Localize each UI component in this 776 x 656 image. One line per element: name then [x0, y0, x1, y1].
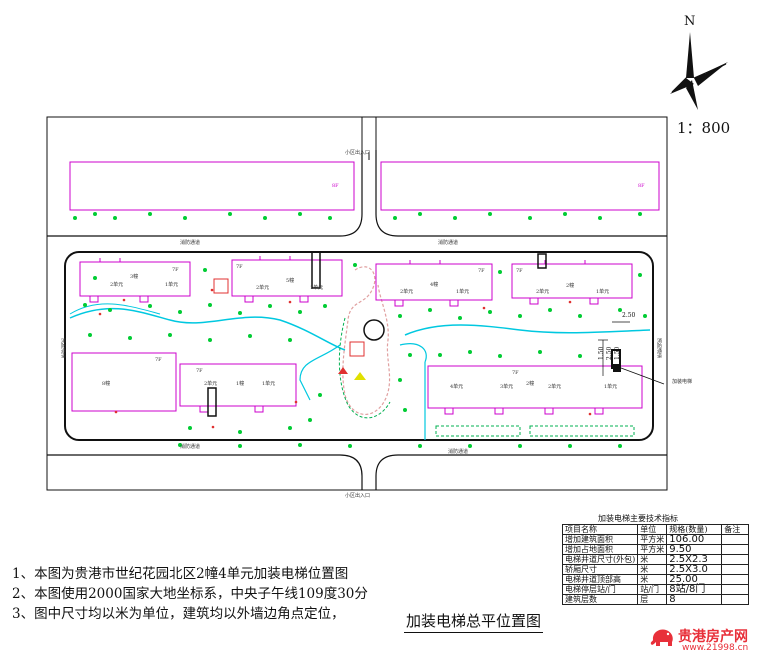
drawing-title: 加装电梯总平位置图 — [404, 610, 544, 633]
building-no: 3幢 — [130, 274, 139, 280]
table-header-cell: 规格(数量) — [666, 524, 723, 535]
table-cell: 25.00 — [666, 574, 723, 585]
dimension-label: 2.50 — [622, 312, 636, 319]
table-cell: 增加建筑面积 — [561, 534, 639, 545]
table-cell: 建筑层数 — [561, 594, 639, 605]
building-no: 1幢 — [236, 381, 245, 387]
building-no: 2幢 — [566, 283, 575, 289]
building-no: 8幢 — [102, 381, 111, 387]
gate-north-label: 小区出入口 — [345, 150, 371, 156]
dimension-label: 1.50 — [598, 346, 605, 360]
table-cell: 增加占地面积 — [561, 544, 639, 555]
scale-label: 1：800 — [677, 119, 731, 137]
building-no: 4幢 — [430, 282, 439, 288]
building-unit: 2单元 — [110, 282, 124, 288]
dimension-label: 1.50 — [614, 346, 621, 360]
table-cell — [721, 584, 750, 595]
table-row: 电梯井道尺寸(外包) 米 2.5X2.3 — [561, 554, 750, 565]
table-cell: 电梯井道尺寸(外包) — [561, 554, 639, 565]
table-row: 电梯井道顶部高 米 25.00 — [561, 574, 750, 585]
building-floors: 7F — [478, 268, 485, 274]
building-unit: 2单元 — [400, 289, 414, 295]
table-cell: 电梯井道顶部高 — [561, 574, 639, 585]
table-row: 增加占地面积 平方米 9.50 — [561, 544, 750, 555]
building-unit: 1单元 — [262, 381, 276, 387]
building-floors: 7F — [516, 268, 523, 274]
table-cell — [721, 574, 750, 585]
building-unit: 1单元 — [165, 282, 179, 288]
watermark-brand: 贵港房产网 — [678, 629, 748, 645]
table-cell — [721, 544, 750, 555]
building-no: 2幢 — [526, 381, 535, 387]
table-cell: 电梯停层站/门 — [561, 584, 639, 595]
road-top-left-label: 消防通道 — [180, 240, 201, 246]
gate-south-label: 小区出入口 — [345, 493, 371, 499]
note-line: 2、本图使用2000国家大地坐标系，中央子午线109度30分 — [12, 586, 368, 602]
table-row: 电梯停层站/门 站/门 8站/8门 — [561, 584, 750, 595]
building-unit: 3单元 — [500, 384, 514, 390]
building-unit: 2单元 — [536, 289, 550, 295]
table-cell: 8站/8门 — [666, 584, 723, 595]
building-unit: 2单元 — [256, 285, 270, 291]
top-building-left-tag: 8F — [332, 183, 339, 189]
table-cell: 9.50 — [666, 544, 723, 555]
building-floors: 7F — [236, 264, 243, 270]
table-cell: 8 — [666, 594, 723, 605]
table-cell: 层 — [637, 594, 668, 605]
table-cell: 2.5X3.0 — [666, 564, 723, 575]
north-arrow-icon — [670, 32, 728, 110]
table-header-cell: 项目名称 — [561, 524, 639, 535]
notes: 1、本图为贵港市世纪花园北区2幢4单元加装电梯位置图 2、本图使用2000国家大… — [12, 564, 368, 624]
building-floors: 7F — [512, 370, 519, 376]
elevator-callout-label: 加装电梯 — [672, 379, 693, 385]
north-label: N — [684, 14, 696, 29]
road-top-right-label: 消防通道 — [438, 240, 459, 246]
building-unit: 1单元 — [604, 384, 618, 390]
table-header-cell: 备注 — [721, 524, 750, 535]
elephant-logo-icon — [650, 629, 673, 646]
table-row: 增加建筑面积 平方米 106.00 — [561, 534, 750, 545]
table-cell: 轿厢尺寸 — [561, 564, 639, 575]
table-header-cell: 单位 — [637, 524, 668, 535]
building-unit: 1单元 — [456, 289, 470, 295]
table-cell: 米 — [637, 564, 668, 575]
note-line: 3、图中尺寸均以米为单位，建筑均以外墙边角点定位， — [12, 606, 345, 622]
table-cell: 2.5X2.3 — [666, 554, 723, 565]
table-cell — [721, 554, 750, 565]
table-cell: 米 — [637, 574, 668, 585]
building-unit: 4单元 — [450, 384, 464, 390]
tech-table-title: 加装电梯主要技术指标 — [598, 514, 678, 523]
building-unit: 1单元 — [596, 289, 610, 295]
road-bottom-right-label: 消防通道 — [448, 449, 469, 455]
watermark-url: www.21998.cn — [682, 643, 749, 653]
table-row: 轿厢尺寸 米 2.5X3.0 — [561, 564, 750, 575]
table-row: 建筑层数 层 8 — [561, 594, 750, 605]
building-unit: 1单元 — [310, 285, 324, 291]
building-floors: 7F — [196, 368, 203, 374]
dimension-label: 2.50 — [606, 346, 613, 360]
note-line: 1、本图为贵港市世纪花园北区2幢4单元加装电梯位置图 — [12, 566, 349, 582]
road-right-label: 消防通道 — [656, 338, 662, 358]
building-no: 5幢 — [286, 278, 295, 284]
table-cell — [721, 594, 750, 605]
table-cell: 106.00 — [666, 534, 723, 545]
top-building-right-tag: 8F — [638, 183, 645, 189]
tech-table: 项目名称 单位 规格(数量) 备注 增加建筑面积 平方米 106.00 增加占地… — [561, 524, 750, 605]
table-header-row: 项目名称 单位 规格(数量) 备注 — [561, 524, 750, 535]
road-left-label: 消防通道 — [60, 338, 66, 358]
watermark: 贵港房产网 www.21998.cn — [650, 624, 774, 654]
table-cell: 平方米 — [637, 534, 668, 545]
table-cell: 米 — [637, 554, 668, 565]
building-floors: 7F — [155, 357, 162, 363]
building-unit: 2单元 — [204, 381, 218, 387]
road-bottom-left-label: 消防通道 — [180, 444, 201, 450]
table-cell — [721, 534, 750, 545]
table-cell: 站/门 — [637, 584, 668, 595]
building-unit: 2单元 — [548, 384, 562, 390]
building-floors: 7F — [172, 267, 179, 273]
table-cell — [721, 564, 750, 575]
table-cell: 平方米 — [637, 544, 668, 555]
